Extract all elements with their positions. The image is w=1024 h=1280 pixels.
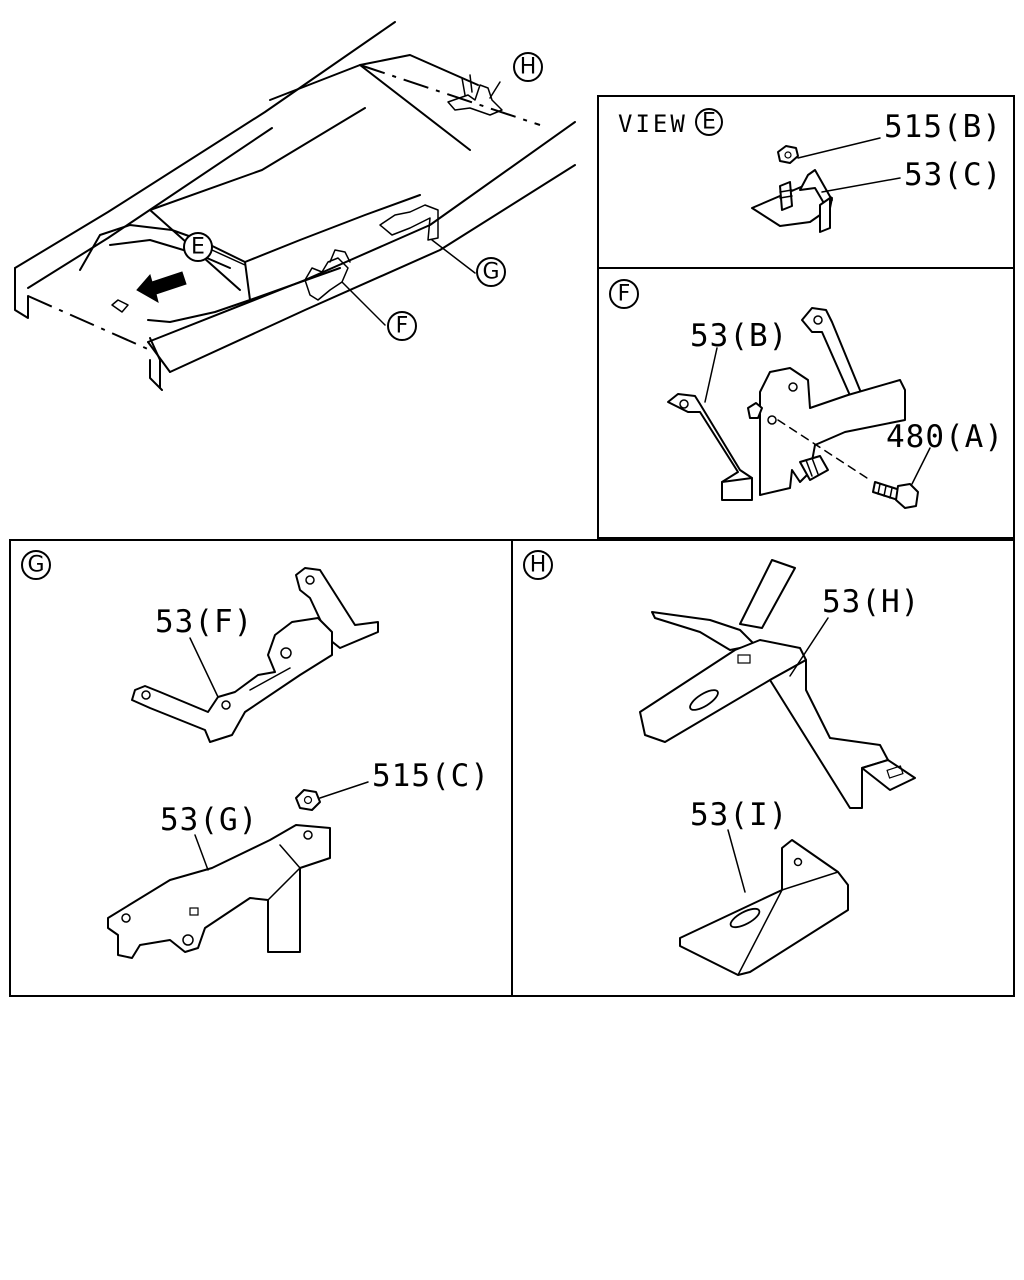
callout-g-circle [476,257,506,287]
label-53h: 53(H) [822,584,920,620]
callout-f-circle [387,311,417,341]
bracket-53g-drawing [107,824,331,959]
label-515c: 515(C) [372,758,490,794]
label-515b: 515(B) [884,109,1002,145]
bracket-53f-drawing [131,567,379,743]
bracket-53c-drawing [751,169,833,233]
panel-g-ref-label: G [27,553,44,578]
panel-f-ref-label: F [618,282,631,307]
label-53f: 53(F) [155,604,253,640]
view-e-ref-circle [695,108,723,136]
label-53i: 53(I) [690,797,788,833]
nut-515b-drawing [777,145,799,164]
panel-view-e: VIEW E 515(B) 53(C) [597,95,1015,269]
label-480a: 480(A) [886,419,1004,455]
panel-g: G 53(F) 515(C) 53(G) [9,539,513,997]
view-e-heading: VIEW [618,110,688,138]
bracket-53b-drawing [667,307,906,501]
panel-f: F 53(B) 480(A) [597,267,1015,539]
callout-f-label: F [396,314,409,339]
callout-h-label: H [520,55,537,80]
callout-g-label: G [482,260,499,285]
label-53c: 53(C) [904,157,1002,193]
panel-f-ref-circle [609,279,639,309]
callout-e-circle [183,232,213,262]
panel-h-ref-label: H [530,553,547,578]
panel-h-border [511,539,1015,997]
panel-h: H 53(H) 53(I) [511,539,1015,997]
panel-h-ref-circle [523,550,553,580]
callout-h-circle [513,52,543,82]
label-53g: 53(G) [160,802,258,838]
label-53b: 53(B) [690,318,788,354]
bracket-53i-drawing [679,839,849,976]
bracket-53h-drawing [639,559,916,809]
panel-g-ref-circle [21,550,51,580]
callout-e-label: E [191,235,205,260]
nut-515c-drawing [295,789,321,811]
chassis-overview: H E G F [14,21,576,391]
view-e-ref-label: E [702,110,716,135]
panel-f-border [597,267,1015,539]
bolt-480a-drawing [872,481,919,509]
